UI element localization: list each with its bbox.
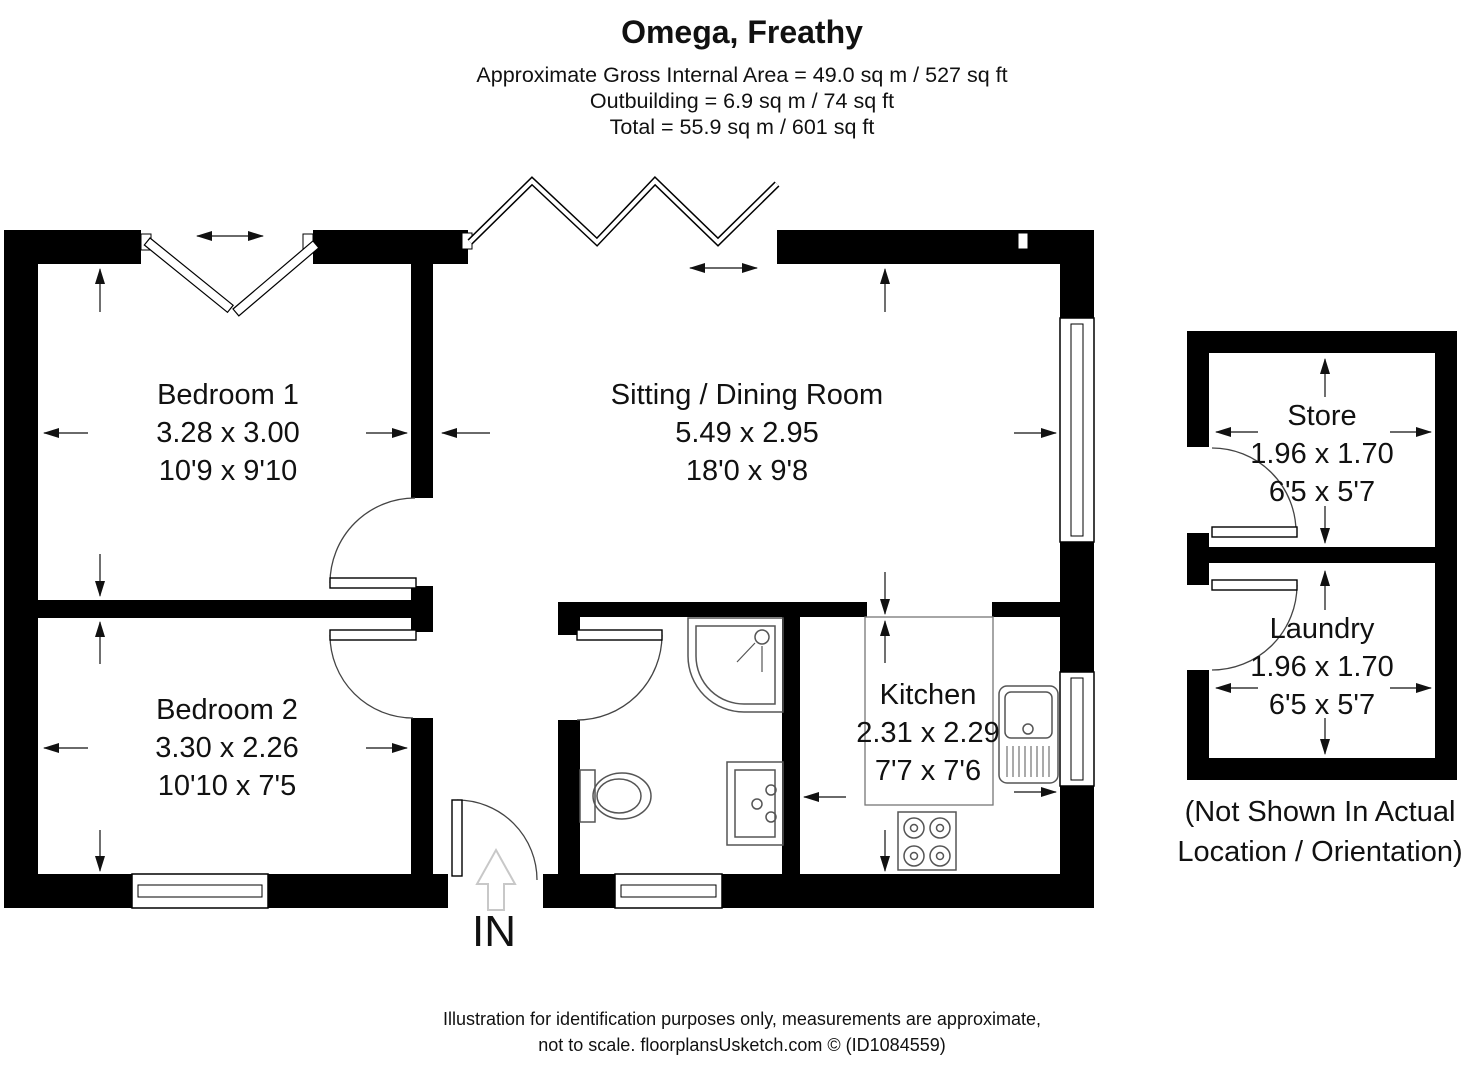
disclaimer: Illustration for identification purposes… — [443, 1006, 1041, 1058]
note-line1: (Not Shown In Actual — [1184, 796, 1456, 828]
room-name: Laundry — [1269, 613, 1375, 645]
kitchen-counter — [864, 616, 994, 806]
exterior-walls — [4, 230, 1094, 908]
toilet — [579, 769, 652, 823]
room-metric: 3.28 x 3.00 — [156, 417, 300, 449]
bifold-window-bedroom1 — [140, 233, 320, 317]
room-metric: 5.49 x 2.95 — [675, 417, 819, 449]
door-bedroom1 — [329, 497, 417, 589]
room-metric: 2.31 x 2.29 — [856, 717, 1000, 749]
folding-doors-sitting-room — [461, 176, 1029, 250]
disclaimer-line1: Illustration for identification purposes… — [443, 1009, 1041, 1029]
entry-direction-arrow-icon — [475, 847, 517, 911]
store-label: Store 1.96 x 1.70 6'5 x 5'7 — [1250, 397, 1394, 511]
room-imperial: 6'5 x 5'7 — [1268, 476, 1376, 508]
wash-basin — [726, 761, 784, 846]
room-name: Sitting / Dining Room — [610, 379, 884, 411]
door-bedroom2 — [329, 629, 417, 719]
bedroom2-label: Bedroom 2 3.30 x 2.26 10'10 x 7'5 — [155, 691, 299, 805]
room-imperial: 18'0 x 9'8 — [685, 455, 809, 487]
room-imperial: 6'5 x 5'7 — [1268, 689, 1376, 721]
shower-head-icon — [754, 629, 770, 645]
room-name: Kitchen — [879, 679, 977, 711]
plan-title: Omega, Freathy — [621, 14, 863, 50]
outbuilding-note: (Not Shown In Actual Location / Orientat… — [1177, 792, 1462, 872]
door-bathroom — [576, 629, 663, 721]
interior-walls — [4, 264, 1062, 876]
entrance-label: IN — [472, 907, 516, 956]
room-imperial: 10'10 x 7'5 — [157, 770, 297, 802]
room-imperial: 7'7 x 7'6 — [874, 755, 982, 787]
sitting-room-label: Sitting / Dining Room 5.49 x 2.95 18'0 x… — [611, 376, 883, 490]
room-name: Bedroom 2 — [156, 694, 298, 726]
total-area-line: Total = 55.9 sq m / 601 sq ft — [609, 115, 875, 139]
door-store — [1211, 447, 1298, 538]
room-metric: 3.30 x 2.26 — [155, 732, 299, 764]
window-bedroom2 — [131, 873, 269, 909]
window-bathroom — [614, 873, 723, 909]
hob — [897, 811, 957, 871]
outbuilding-walls — [1187, 331, 1457, 780]
kitchen-sink — [998, 685, 1059, 784]
room-metric: 1.96 x 1.70 — [1250, 438, 1394, 470]
room-name: Bedroom 1 — [157, 379, 299, 411]
dimension-arrows — [43, 231, 1432, 872]
room-imperial: 10'9 x 9'10 — [158, 455, 298, 487]
kitchen-label: Kitchen 2.31 x 2.29 7'7 x 7'6 — [856, 676, 1000, 790]
window-kitchen — [1059, 671, 1095, 787]
window-sitting-room — [1059, 317, 1095, 543]
outbuilding-area-line: Outbuilding = 6.9 sq m / 74 sq ft — [589, 89, 895, 113]
disclaimer-line2: not to scale. floorplansUsketch.com © (I… — [538, 1035, 946, 1055]
gross-area-line: Approximate Gross Internal Area = 49.0 s… — [476, 63, 1008, 87]
laundry-label: Laundry 1.96 x 1.70 6'5 x 5'7 — [1250, 610, 1394, 724]
room-metric: 1.96 x 1.70 — [1250, 651, 1394, 683]
bedroom1-label: Bedroom 1 3.28 x 3.00 10'9 x 9'10 — [156, 376, 300, 490]
entrance-door — [451, 799, 538, 881]
note-line2: Location / Orientation) — [1177, 836, 1463, 868]
room-name: Store — [1287, 400, 1357, 432]
shower — [687, 617, 784, 713]
door-laundry — [1211, 579, 1298, 671]
